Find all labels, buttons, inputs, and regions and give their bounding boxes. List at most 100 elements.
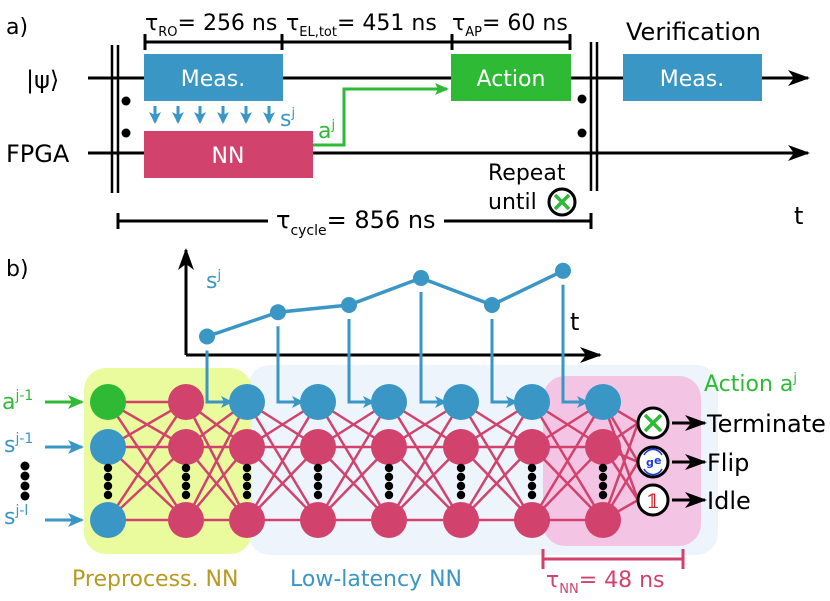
low-latency-label: Low-latency NN [290,567,462,592]
signal-a-label: aj [318,118,335,144]
network-node [300,502,336,538]
signal-point [555,262,571,279]
barrier-left [110,45,120,193]
network-node [371,429,407,465]
svg-text:aj-1: aj-1 [2,388,33,415]
action-signal-arrow [313,83,449,147]
tau-nn-label: τNN= 48 ns [546,568,665,597]
signal-point [270,304,286,321]
verification-title: Verification [626,18,761,46]
input-s-prev: sj-1 [4,431,84,458]
network-node [168,429,204,465]
network-node [443,502,479,538]
ellipsis-dot [242,472,252,482]
input-a: aj-1 [2,388,84,415]
svg-text:sj-1: sj-1 [4,431,33,458]
network-edge [316,401,391,521]
signal-point [484,297,500,313]
ellipsis-dot [456,490,466,500]
ellipsis-dot [527,463,537,473]
panel-a: a) τRO= 256 ns τEL,tot= 451 ns τAP= 60 n… [6,11,810,239]
network-node [168,384,204,420]
tau-nn-bar [541,549,685,569]
network-edge [459,401,534,521]
signal-line [206,269,564,339]
svg-text:τAP= 60 ns: τAP= 60 ns [452,11,568,40]
network-edge [245,401,320,521]
ellipsis-dot [313,472,323,482]
network-node [443,384,479,420]
ellipsis-dot [103,490,113,500]
svg-text:Action: Action [477,67,546,92]
ellipsis-dot [527,472,537,482]
ellipsis-dot [103,463,113,473]
output-label: Terminate [706,410,826,438]
svg-text:𝟙: 𝟙 [646,489,660,513]
fpga-line-label: FPGA [6,140,70,168]
preprocess-region [84,368,252,554]
ellipsis-dot [527,481,537,491]
panel-b-label: b) [6,257,29,282]
ellipsis-dot [103,472,113,482]
ellipsis-dot [598,463,608,473]
ellipsis-dot [456,481,466,491]
input-s-last: sj-l [4,503,84,530]
network-node [585,384,621,420]
svg-text:τcycle= 856 ns: τcycle= 856 ns [276,206,436,239]
verification-meas-box: Meas. [623,54,762,101]
preprocess-label: Preprocess. NN [72,567,238,592]
signal-point [199,328,215,345]
ellipsis-dot [527,490,537,500]
output-terminate: Terminate [636,406,826,440]
readout-arrows [149,106,275,124]
tau-ap-label: τAP= 60 ns [452,11,568,40]
ellipsis-dot [577,128,587,138]
duration-bar [143,34,572,50]
panel-a-label: a) [6,15,28,40]
qubit-line-label: |ψ⟩ [26,66,59,94]
tau-cycle-label: τcycle= 856 ns [276,206,436,239]
svg-text:e: e [654,454,661,467]
ellipsis-dot [242,490,252,500]
nn-box: NN [144,131,313,178]
input-ellipsis [20,461,30,501]
network-node [229,384,265,420]
network-nodes [90,384,621,538]
output-flip: g e Flip [636,445,749,479]
signal-plot [199,262,589,408]
action-title: Action aj [704,371,797,397]
network-node [90,429,126,465]
svg-text:g: g [646,456,654,469]
plot-y-label: sj [206,268,221,294]
until-label: until [488,190,537,215]
tau-ro-label: τRO= 256 ns [145,11,277,40]
feed-arrow [419,292,447,408]
network-node [585,429,621,465]
flip-g-e-icon: g e [636,445,670,479]
neural-network [90,384,640,538]
panel-b: b) sj t aj-1 sj-1 sj-l Action aj [2,248,826,597]
ellipsis-dot [313,490,323,500]
ellipsis-dot [598,472,608,482]
terminate-x-icon [547,187,577,217]
network-node [443,429,479,465]
signal-point [413,270,429,286]
network-node [300,429,336,465]
svg-text:Meas.: Meas. [660,67,724,92]
feed-arrow [205,350,233,408]
svg-text:τEL,tot= 451 ns: τEL,tot= 451 ns [286,11,437,40]
cycle-bar [116,213,593,229]
svg-text:sj-l: sj-l [4,503,28,530]
ellipsis-dot [181,463,191,473]
ellipsis-dot [181,490,191,500]
tau-el-label: τEL,tot= 451 ns [286,11,437,40]
ellipsis-dot [456,472,466,482]
network-node [585,502,621,538]
network-node [514,429,550,465]
network-edge [106,401,188,521]
feed-arrow [276,326,304,408]
ellipsis-dot [598,481,608,491]
network-edge [530,401,605,521]
ellipsis-dot [121,128,131,138]
feed-arrow [347,319,375,408]
